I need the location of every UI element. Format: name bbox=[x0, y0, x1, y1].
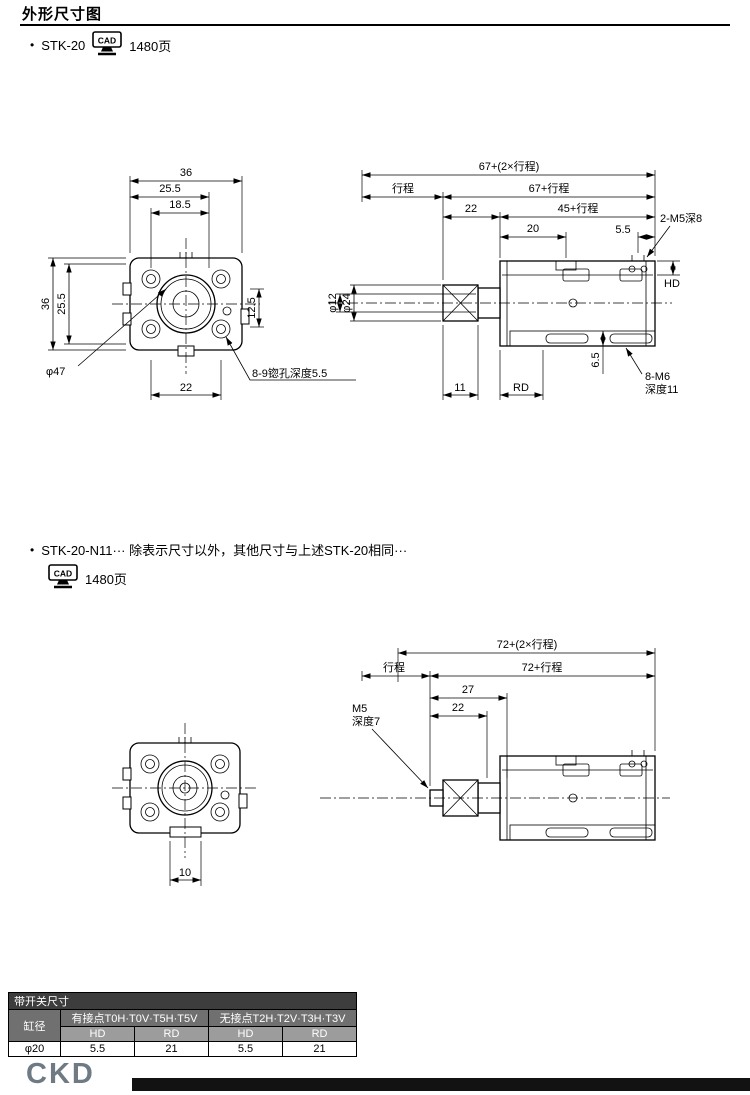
stk20-n11-side-dimensions: 72+(2×行程) 行程 72+行程 27 22 M5 深度7 bbox=[352, 638, 656, 789]
page-ref: 1480页 bbox=[129, 38, 172, 54]
sub-header-hd1: HD bbox=[60, 1026, 135, 1042]
dim-10-bottom: 10 bbox=[179, 867, 191, 879]
stk20-n11-front-view bbox=[112, 723, 258, 858]
cell-rd2: 21 bbox=[281, 1041, 358, 1057]
dim-stroke: 行程 bbox=[392, 182, 414, 195]
dim-22-nose: 22 bbox=[465, 203, 477, 215]
dim-total-stroke2: 67+(2×行程) bbox=[479, 160, 540, 173]
dim-stroke: 行程 bbox=[383, 661, 405, 674]
cad-monitor-icon: CAD bbox=[48, 564, 78, 592]
label-rd: RD bbox=[513, 382, 529, 394]
dim-5-5: 5.5 bbox=[615, 224, 630, 236]
page-ref: 1480页 bbox=[85, 571, 127, 587]
stk20-n11-front-dimensions: 10 bbox=[169, 841, 202, 886]
cell-rd1: 21 bbox=[134, 1041, 209, 1057]
dim-6-5: 6.5 bbox=[590, 352, 602, 367]
note-2-m5-port: 2-M5深8 bbox=[660, 212, 702, 225]
stk20-side-view bbox=[328, 255, 672, 347]
cad-icon-label: CAD bbox=[98, 36, 116, 46]
label-hd: HD bbox=[664, 278, 680, 290]
stk20-n11-dimension-drawing: 10 bbox=[112, 638, 670, 886]
cad-icon-label: CAD bbox=[54, 569, 72, 579]
note-8-m6-line1: 8-M6 bbox=[645, 371, 670, 383]
footer-bar bbox=[132, 1078, 750, 1091]
switch-dimension-table: 带开关尺寸 缸径 有接点T0H·T0V·T5H·T5V 无接点T2H·T2V·T… bbox=[7, 992, 358, 1057]
stk20-front-dimensions: 36 25.5 18.5 36 25.5 12.5 22 φ47 bbox=[40, 167, 356, 400]
col-header-contactless: 无接点T2H·T2V·T3H·T3V bbox=[207, 1009, 358, 1027]
dim-phi47: φ47 bbox=[46, 366, 65, 378]
bullet: • bbox=[30, 38, 35, 52]
dim-72-stroke: 72+行程 bbox=[522, 661, 563, 674]
dim-phi12: φ12 bbox=[327, 293, 339, 312]
stk20-front-view bbox=[112, 238, 260, 374]
note-8-m6-line2: 深度11 bbox=[645, 382, 678, 396]
model-line-stk20-n11: • STK-20-N11··· 除表示尺寸以外，其他尺寸与上述STK-20相同·… bbox=[30, 540, 407, 592]
page-title: 外形尺寸图 bbox=[22, 6, 103, 23]
title-rule bbox=[20, 24, 730, 26]
dim-36-left: 36 bbox=[40, 298, 52, 310]
dim-22-bottom: 22 bbox=[180, 382, 192, 394]
stk20-dimension-drawing: 36 25.5 18.5 36 25.5 12.5 22 φ47 bbox=[40, 160, 702, 400]
cell-hd2: 5.5 bbox=[208, 1041, 283, 1057]
model-line-stk20: • STK-20 CAD 1480页 bbox=[30, 31, 171, 59]
cell-hd1: 5.5 bbox=[60, 1041, 135, 1057]
sub-header-rd1: RD bbox=[134, 1026, 209, 1042]
col-header-contact: 有接点T0H·T0V·T5H·T5V bbox=[60, 1009, 209, 1027]
dim-25-5-left: 25.5 bbox=[56, 293, 68, 314]
model-label: STK-20 bbox=[41, 37, 86, 53]
dim-27: 27 bbox=[462, 684, 474, 696]
dim-22: 22 bbox=[452, 702, 464, 714]
sub-header-rd2: RD bbox=[281, 1026, 358, 1042]
cell-bore: φ20 bbox=[8, 1041, 61, 1057]
dim-36-top: 36 bbox=[180, 167, 192, 179]
dim-12-5-right: 12.5 bbox=[246, 297, 258, 318]
table-row: φ20 5.5 21 5.5 21 bbox=[8, 1041, 358, 1057]
dim-total-stroke2: 72+(2×行程) bbox=[497, 638, 558, 651]
note-counterbore: 8-9锪孔深度5.5 bbox=[252, 366, 327, 380]
sub-header-hd2: HD bbox=[208, 1026, 283, 1042]
variant-note: STK-20-N11··· 除表示尺寸以外，其他尺寸与上述STK-20相同··· bbox=[41, 543, 408, 558]
dim-phi24: φ24 bbox=[341, 293, 353, 312]
dim-67-stroke: 67+行程 bbox=[529, 182, 570, 195]
dim-25-5-top: 25.5 bbox=[159, 183, 180, 195]
col-header-bore: 缸径 bbox=[8, 1009, 61, 1042]
stk20-n11-side-view bbox=[320, 750, 670, 841]
dim-45-stroke: 45+行程 bbox=[558, 202, 599, 215]
cad-monitor-icon: CAD bbox=[92, 31, 123, 59]
note-m5-line2: 深度7 bbox=[352, 714, 380, 728]
ckd-logo: CKD bbox=[26, 1058, 95, 1090]
stk20-side-dimensions: 67+(2×行程) 行程 67+行程 22 45+行程 20 5.5 2-M5深… bbox=[327, 160, 702, 400]
dim-18-5-top: 18.5 bbox=[169, 199, 190, 211]
table-title: 带开关尺寸 bbox=[7, 992, 358, 1010]
dim-11: 11 bbox=[454, 382, 465, 394]
dim-20-port: 20 bbox=[527, 223, 539, 235]
note-m5-line1: M5 bbox=[352, 703, 367, 715]
bullet: • bbox=[30, 542, 35, 557]
